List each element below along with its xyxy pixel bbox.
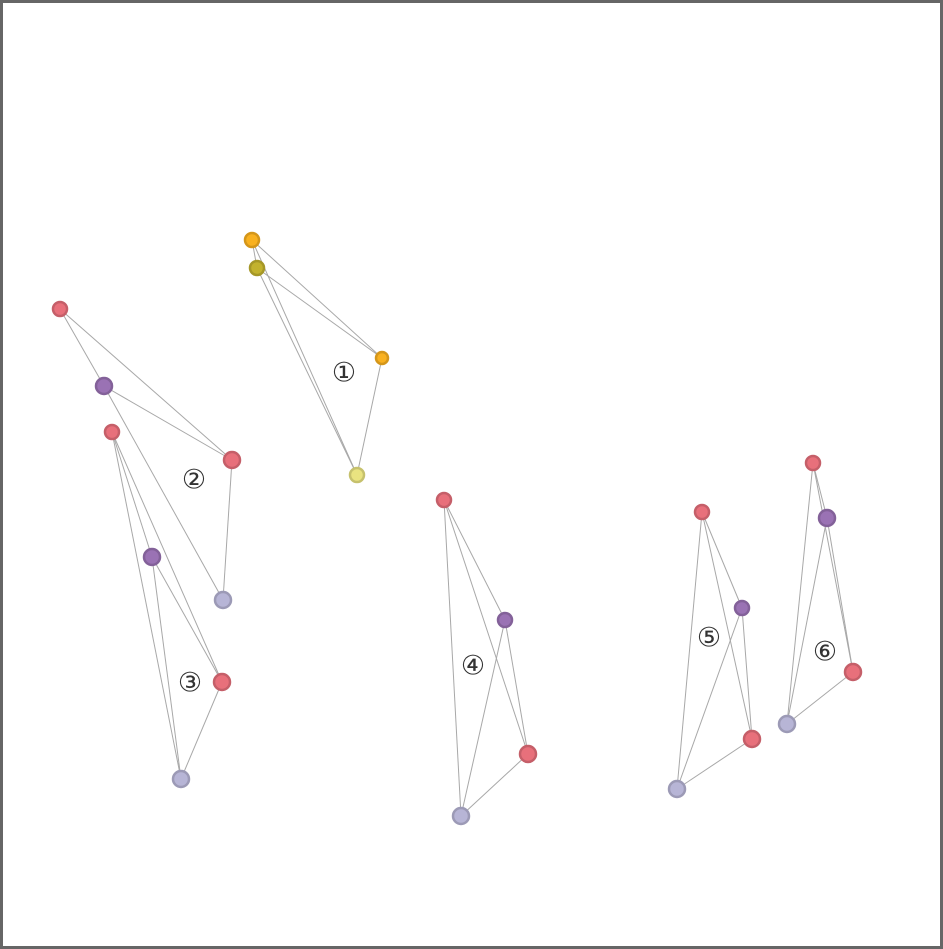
edge-n3a-n3d	[111, 431, 182, 780]
cluster-label-5: ⑤	[697, 623, 721, 654]
node-n1c	[374, 350, 390, 366]
node-n5d	[667, 779, 687, 799]
edge-n5b-n5d	[676, 607, 743, 790]
node-n5b	[733, 599, 751, 617]
node-n6b	[817, 508, 837, 528]
edge-n1b-n1d	[256, 267, 358, 476]
edge-n1a-n1d	[251, 239, 358, 476]
node-n5c	[742, 729, 762, 749]
node-n2d	[213, 590, 233, 610]
cluster-label-3: ③	[178, 668, 202, 699]
edge-n4a-n4b	[443, 499, 506, 621]
edge-n3a-n3c	[111, 431, 223, 683]
edge-n1c-n1d	[356, 357, 383, 476]
node-n1b	[248, 259, 266, 277]
edge-n4a-n4d	[443, 499, 462, 817]
edge-n6a-n6b	[812, 462, 828, 519]
edge-n5a-n5c	[701, 511, 753, 740]
edge-n4b-n4d	[460, 619, 506, 817]
edge-n5b-n5c	[741, 607, 753, 740]
node-n2a	[51, 300, 69, 318]
edge-n2b-n2c	[103, 385, 233, 461]
edge-n5a-n5d	[676, 511, 703, 790]
node-n6c	[843, 662, 863, 682]
edge-n4a-n4c	[443, 499, 529, 755]
node-n1a	[243, 231, 261, 249]
node-n3d	[171, 769, 191, 789]
edge-n1b-n1c	[256, 267, 383, 359]
edge-n3a-n3b	[111, 431, 153, 558]
node-n4c	[518, 744, 538, 764]
node-n6d	[777, 714, 797, 734]
cluster-label-6: ⑥	[813, 637, 837, 668]
edge-n2b-n2d	[103, 385, 224, 601]
edges-layer	[59, 239, 854, 817]
edge-n2a-n2c	[59, 308, 233, 461]
edge-n3b-n3c	[151, 556, 223, 683]
node-n3a	[103, 423, 121, 441]
node-n6a	[804, 454, 822, 472]
edge-n4b-n4c	[504, 619, 529, 755]
edge-n1a-n1c	[251, 239, 383, 359]
edge-n2c-n2d	[222, 459, 233, 601]
labels-layer: ① ② ③ ④ ⑤ ⑥	[178, 358, 837, 699]
edge-n6a-n6c	[812, 462, 854, 673]
node-n4a	[435, 491, 453, 509]
cluster-label-2: ②	[182, 465, 206, 496]
node-n5a	[693, 503, 711, 521]
nodes-layer	[51, 231, 863, 826]
cluster-label-4: ④	[461, 651, 485, 682]
cluster-label-1: ①	[332, 358, 356, 389]
edge-n6a-n6d	[786, 462, 814, 725]
node-n4d	[451, 806, 471, 826]
edge-n6b-n6c	[826, 517, 854, 673]
edge-n3b-n3d	[151, 556, 182, 780]
node-n2b	[94, 376, 114, 396]
node-n2c	[222, 450, 242, 470]
node-n3b	[142, 547, 162, 567]
node-n1d	[348, 466, 366, 484]
node-n3c	[212, 672, 232, 692]
edge-n4c-n4d	[460, 753, 529, 817]
edge-n5a-n5b	[701, 511, 743, 609]
node-n4b	[496, 611, 514, 629]
edge-n2a-n2b	[59, 308, 105, 387]
edge-n3c-n3d	[180, 681, 223, 780]
edge-n6b-n6d	[786, 517, 828, 725]
edge-n6c-n6d	[786, 671, 854, 725]
edge-n5c-n5d	[676, 738, 753, 790]
